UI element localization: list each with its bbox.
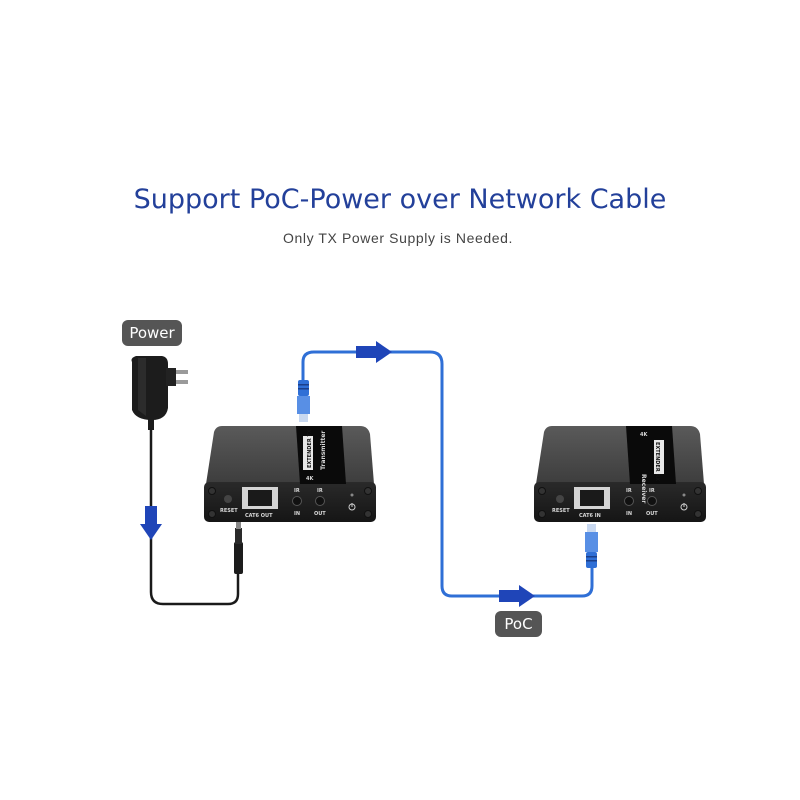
tx-ir-in-top-label: IR <box>294 488 300 494</box>
right-arrow-top-icon <box>356 341 392 363</box>
rj45-plug-tx-icon <box>297 380 310 422</box>
down-arrow-icon <box>140 506 162 540</box>
tx-ir-out-jack[interactable] <box>315 496 325 506</box>
rx-ir-out-top-label: IR <box>649 488 655 494</box>
transmitter-badge: 4K <box>306 476 314 482</box>
power-cable <box>149 428 240 606</box>
reset-button[interactable] <box>556 495 564 503</box>
transmitter-device: Transmitter EXTENDER TX 4K RESET CAT6 OU… <box>204 426 376 522</box>
transmitter-model-label: EXTENDER TX <box>307 429 313 468</box>
page-title: Support PoC-Power over Network Cable <box>133 184 667 215</box>
receiver-model-label: EXTENDER RX <box>654 442 660 481</box>
power-label-tag: Power <box>122 320 182 346</box>
reset-button[interactable] <box>224 495 232 503</box>
poc-label-tag: PoC <box>495 611 542 637</box>
receiver-badge: 4K <box>640 432 648 438</box>
receiver-reset-label: RESET <box>552 508 570 514</box>
receiver-port-label: CAT6 IN <box>579 513 601 519</box>
power-adapter-icon <box>131 356 188 430</box>
tx-ir-out-top-label: IR <box>317 488 323 494</box>
rx-ir-out-jack[interactable] <box>647 496 657 506</box>
transmitter-role-label: Transmitter <box>320 431 327 470</box>
rj45-plug-rx-icon <box>585 524 598 568</box>
rx-ir-in-top-label: IR <box>626 488 632 494</box>
network-cable <box>301 350 594 598</box>
receiver-device: Receiver EXTENDER RX 4K RESET CAT6 IN IR… <box>534 426 706 522</box>
tx-ir-out-bottom-label: OUT <box>314 511 326 517</box>
transmitter-port-label: CAT6 OUT <box>245 513 273 519</box>
tx-ir-in-bottom-label: IN <box>294 511 300 517</box>
tx-ir-in-jack[interactable] <box>292 496 302 506</box>
page-subtitle: Only TX Power Supply is Needed. <box>282 230 513 246</box>
dc-plug-icon <box>234 520 243 574</box>
receiver-role-label: Receiver <box>640 474 647 503</box>
led-indicator <box>350 493 354 497</box>
transmitter-reset-label: RESET <box>220 508 238 514</box>
right-arrow-bottom-icon <box>499 585 535 607</box>
rx-ir-out-bottom-label: OUT <box>646 511 658 517</box>
led-indicator <box>682 493 686 497</box>
rx-ir-in-jack[interactable] <box>624 496 634 506</box>
rx-ir-in-bottom-label: IN <box>626 511 632 517</box>
